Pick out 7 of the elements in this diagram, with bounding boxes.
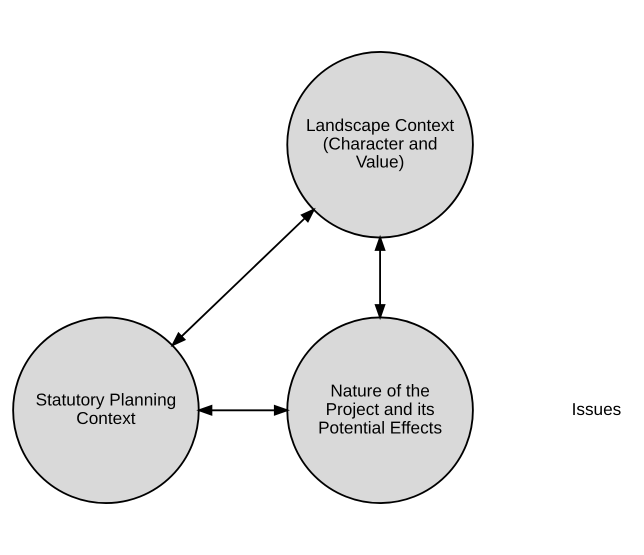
arrow — [170, 208, 316, 347]
arrow — [196, 404, 290, 416]
label: Issues — [572, 398, 622, 419]
node-circle: Nature of the Project and its Potential Effects — [286, 316, 474, 504]
arrow — [374, 234, 386, 320]
node-circle: Landscape Context (Character and Value) — [286, 51, 474, 238]
node-circle: Statutory Planning Context — [12, 316, 200, 504]
